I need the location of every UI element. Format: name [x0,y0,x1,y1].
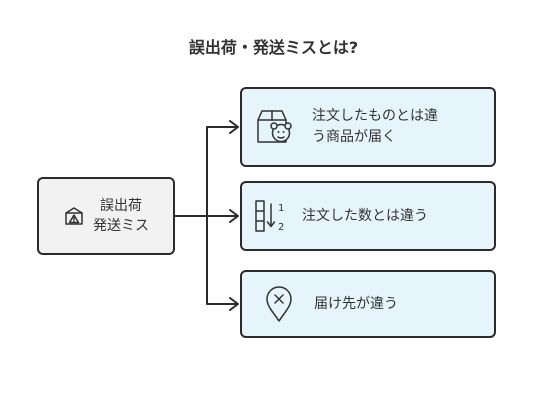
outcome-wrong-quantity: 1 2 注文した数とは違う [240,181,496,251]
diagram-title: 誤出荷・発送ミスとは? [188,38,359,57]
svg-text:2: 2 [278,222,284,233]
box-with-toy-icon [257,110,292,143]
source-node: 誤出荷 発送ミス [37,177,175,255]
arrowhead-bottom [229,297,239,311]
outcome-wrong-address: 届け先が違う [240,270,496,338]
svg-text:1: 1 [278,203,284,214]
outcome-wrong-item-label: 注文したものとは違 う商品が届く [312,108,438,145]
outcome-wrong-quantity-label: 注文した数とは違う [302,207,428,224]
arrowhead-top [229,120,239,134]
outcome-wrong-address-label: 届け先が違う [314,295,398,312]
location-pin-x-icon [266,286,292,322]
source-label: 誤出荷 発送ミス [93,198,149,234]
arrowhead-middle [229,209,239,223]
connector-trunk [174,126,238,305]
quantity-sort-icon: 1 2 [255,200,284,233]
outcome-wrong-item: 注文したものとは違 う商品が届く [240,87,496,167]
package-warning-icon [65,207,83,225]
